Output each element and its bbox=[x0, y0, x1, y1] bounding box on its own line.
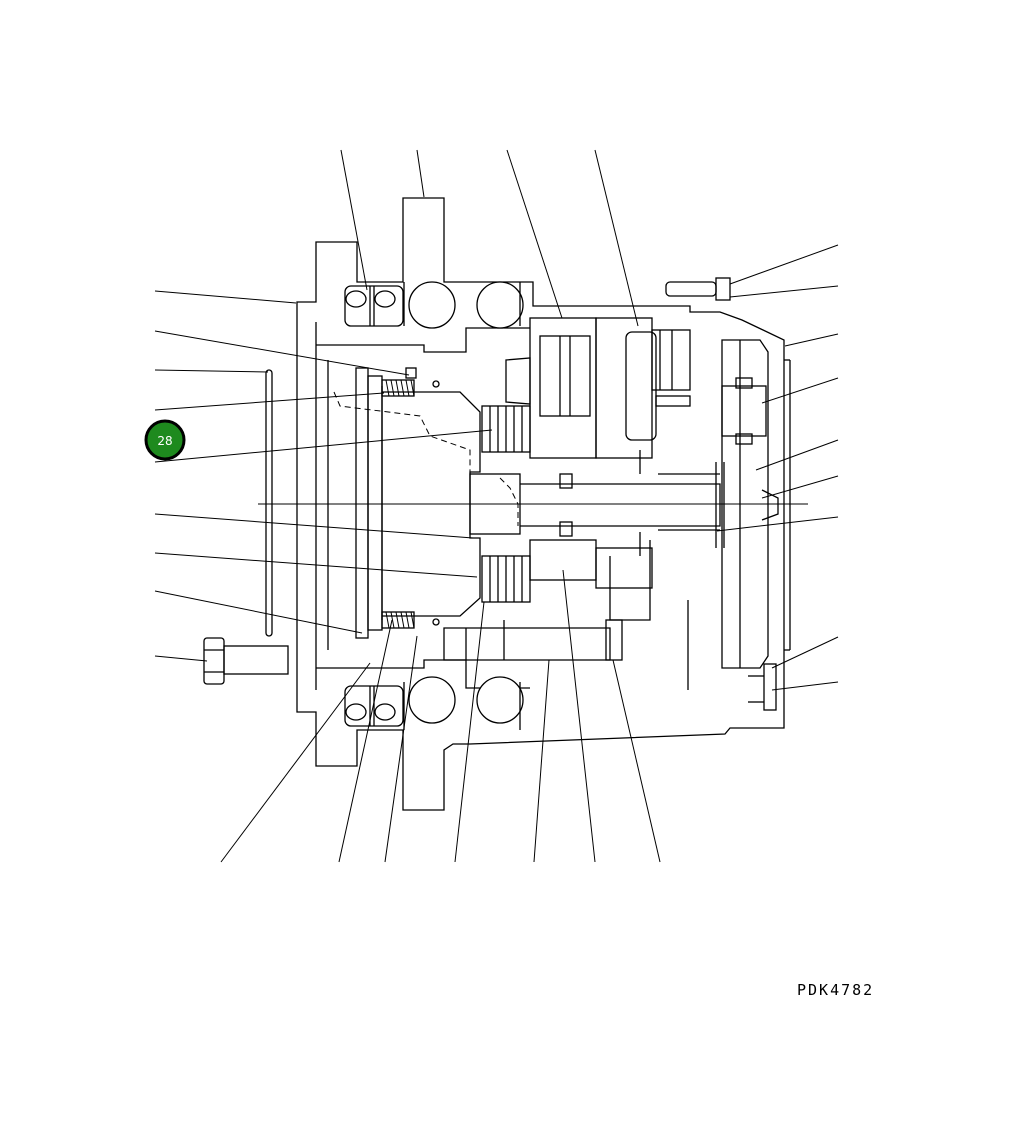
drawing-code: PDK4782 bbox=[797, 981, 874, 999]
callout-label: 28 bbox=[157, 434, 172, 448]
drain-plug bbox=[748, 663, 777, 711]
brake-disc-pack-upper bbox=[481, 405, 531, 453]
callout-28[interactable]: 28 bbox=[144, 419, 186, 461]
brake-disc-pack-lower bbox=[481, 555, 531, 603]
cover-bolt-top bbox=[665, 277, 731, 301]
end-cover bbox=[609, 339, 791, 690]
main-shaft bbox=[258, 462, 808, 548]
lower-bearing-assembly bbox=[344, 676, 524, 730]
spring-upper bbox=[381, 367, 440, 397]
spring-lower bbox=[381, 611, 440, 629]
mounting-bolt bbox=[203, 637, 289, 685]
housing-outline bbox=[265, 197, 785, 811]
through-bolt-lower bbox=[443, 619, 623, 661]
callout-circle[interactable] bbox=[144, 419, 186, 461]
leader-lines bbox=[154, 149, 839, 863]
upper-bearing-assembly bbox=[344, 281, 524, 329]
cylinder-block bbox=[505, 317, 691, 589]
